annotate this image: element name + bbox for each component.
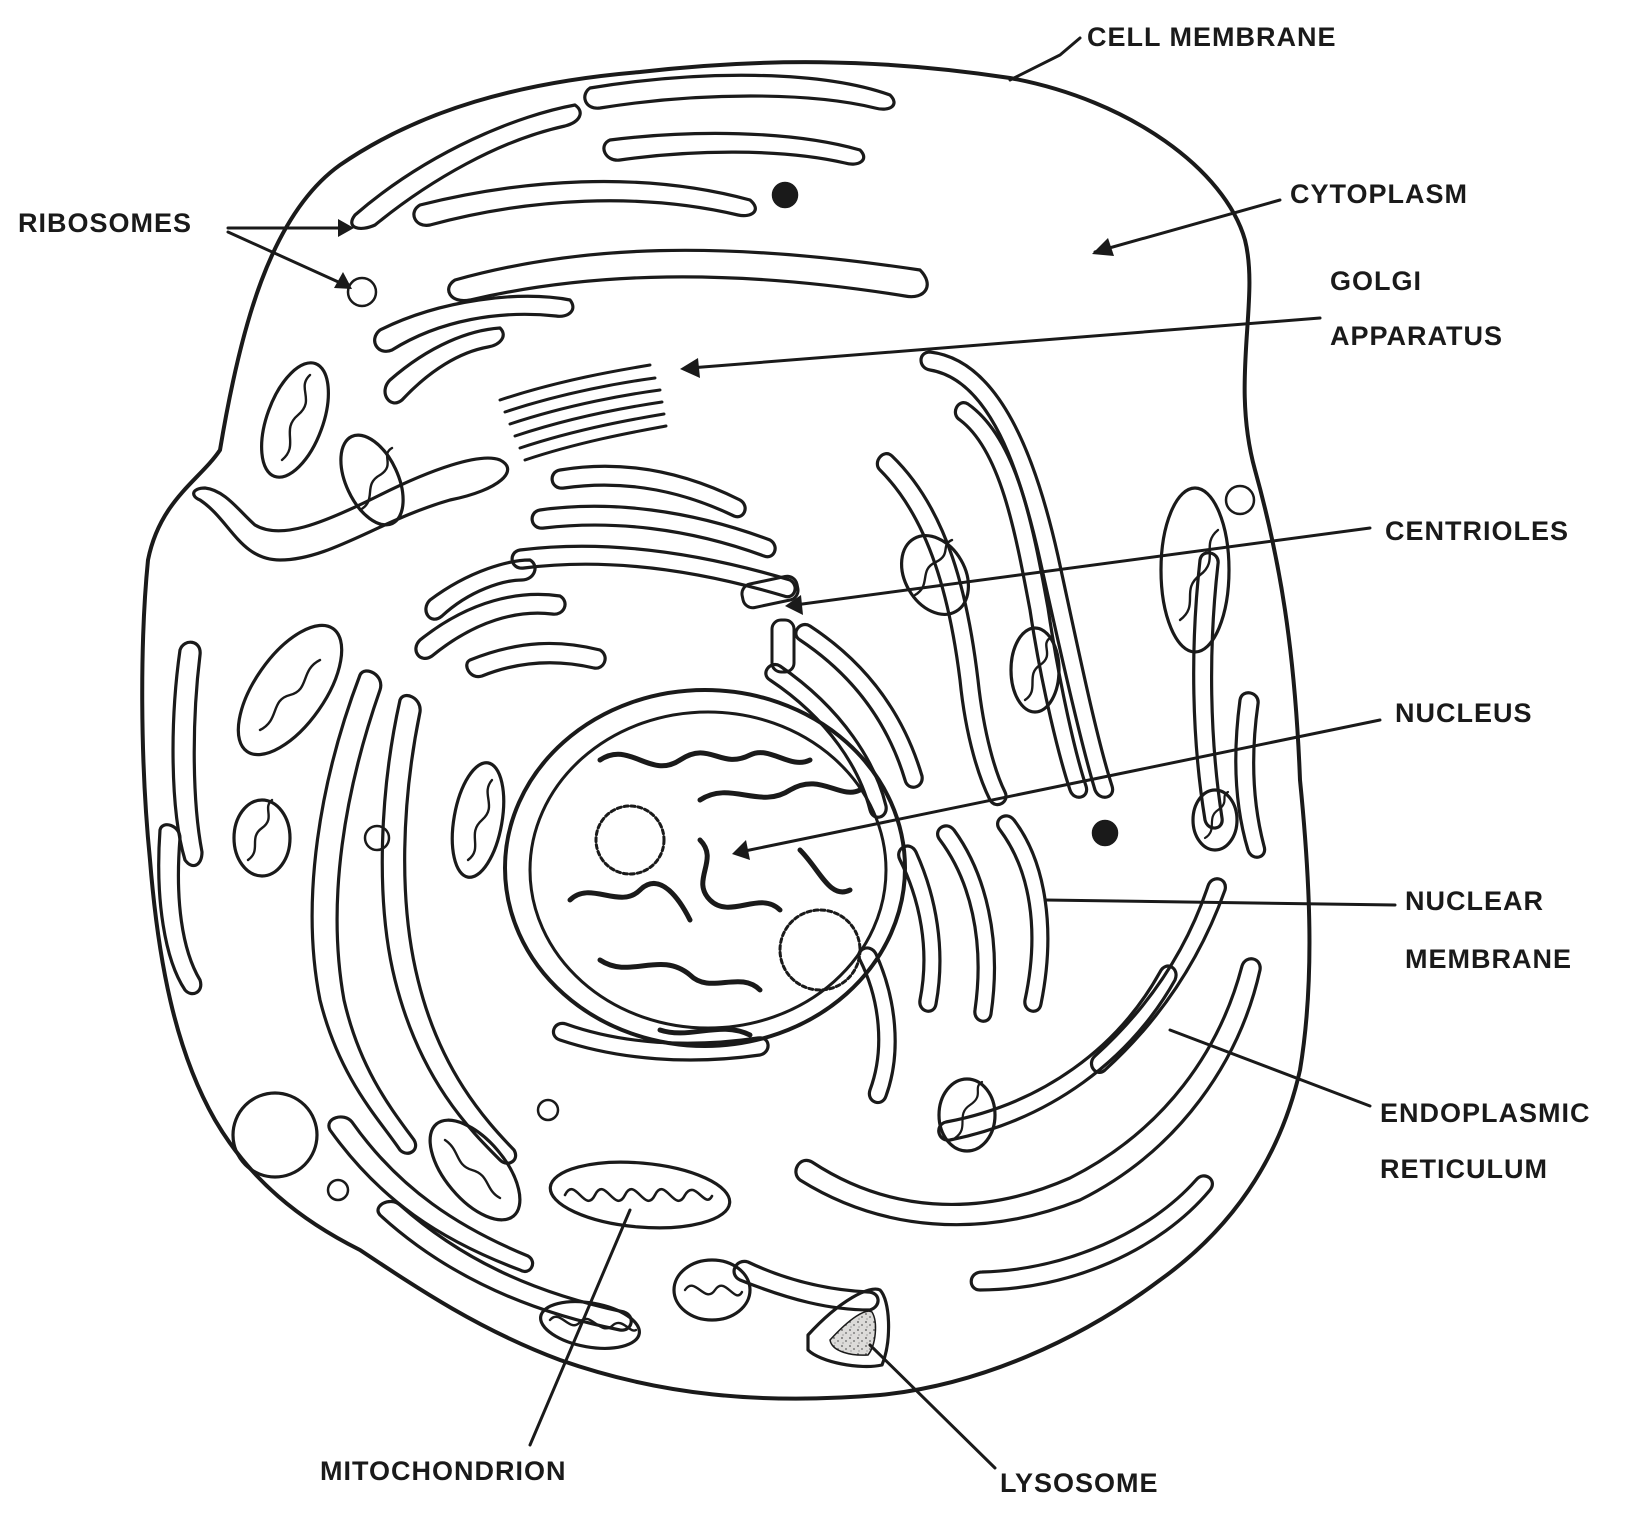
mitochondrion bbox=[548, 1160, 732, 1230]
leader-lines bbox=[226, 36, 1397, 1470]
mitochondria bbox=[232, 361, 1239, 1350]
leader-nuclear-membrane bbox=[1043, 898, 1397, 907]
ribosomes bbox=[326, 181, 1256, 1202]
leader-lysosome bbox=[868, 1343, 997, 1470]
label-centrioles: CENTRIOLES bbox=[1385, 516, 1569, 546]
mitochondrion bbox=[1191, 788, 1239, 852]
leader-centrioles bbox=[793, 526, 1372, 607]
label-cytoplasm: CYTOPLASM bbox=[1290, 179, 1468, 209]
cell-membrane bbox=[140, 60, 1312, 1401]
mitochondrion bbox=[1009, 626, 1061, 714]
nucleolus bbox=[778, 908, 862, 992]
nucleus bbox=[503, 688, 907, 1048]
leader-cytoplasm bbox=[1093, 198, 1282, 254]
leader-nucleus bbox=[738, 718, 1382, 854]
golgi-apparatus bbox=[498, 363, 668, 462]
centrioles bbox=[740, 574, 800, 674]
label-ribosomes: RIBOSOMES bbox=[18, 208, 192, 238]
mitochondrion bbox=[1159, 486, 1231, 654]
mitochondrion bbox=[937, 1077, 997, 1153]
label-er-line1: ENDOPLASMIC bbox=[1380, 1098, 1591, 1128]
label-golgi-line2: APPARATUS bbox=[1330, 321, 1503, 351]
label-nucleus: NUCLEUS bbox=[1395, 698, 1533, 728]
nucleolus bbox=[594, 804, 666, 876]
leader-cell-membrane bbox=[1008, 36, 1082, 82]
mitochondrion bbox=[339, 433, 405, 527]
mitochondrion bbox=[232, 798, 292, 878]
lysosome bbox=[806, 1287, 891, 1369]
label-cell-membrane: CELL MEMBRANE bbox=[1087, 22, 1337, 52]
label-lysosome: LYSOSOME bbox=[1000, 1468, 1159, 1498]
nucleus-interior bbox=[528, 710, 888, 1030]
leader-mitochondrion bbox=[528, 1208, 632, 1447]
mitochondrion bbox=[428, 1118, 522, 1222]
label-nuclear-membrane-line1: NUCLEAR bbox=[1405, 886, 1544, 916]
mitochondrion bbox=[539, 1300, 641, 1350]
leader-ribosomes-2 bbox=[226, 230, 347, 287]
nuclear-membrane-outer bbox=[503, 688, 907, 1048]
mitochondrion bbox=[672, 1258, 752, 1322]
label-mitochondrion: MITOCHONDRION bbox=[320, 1456, 567, 1486]
leader-golgi bbox=[688, 316, 1322, 370]
labels: CELL MEMBRANE CYTOPLASM GOLGI APPARATUS … bbox=[18, 22, 1591, 1498]
leader-er bbox=[1168, 1028, 1372, 1108]
mitochondrion bbox=[260, 361, 330, 479]
vacuole bbox=[231, 1091, 319, 1179]
label-golgi-line1: GOLGI bbox=[1330, 266, 1422, 296]
label-er-line2: RETICULUM bbox=[1380, 1154, 1548, 1184]
label-nuclear-membrane-line2: MEMBRANE bbox=[1405, 944, 1572, 974]
mitochondrion bbox=[450, 761, 506, 879]
mitochondrion bbox=[236, 623, 344, 757]
